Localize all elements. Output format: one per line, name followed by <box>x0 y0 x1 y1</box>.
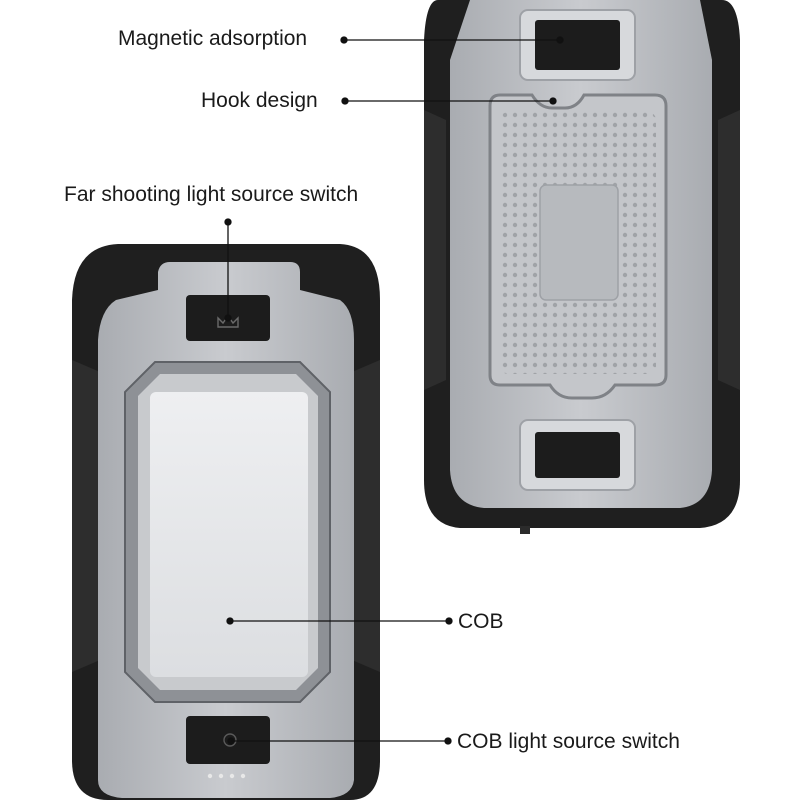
callout-cob-light-switch: COB light source switch <box>457 730 680 753</box>
battery-indicator-dots <box>207 773 246 779</box>
back-bottom-notch <box>520 526 530 534</box>
cob-lens <box>150 392 308 677</box>
cob-leader-end <box>445 617 453 625</box>
back-view-device <box>424 0 740 534</box>
front-right-bumper <box>352 360 380 672</box>
hook-leader-end <box>549 97 557 105</box>
callout-far-shooting-switch: Far shooting light source switch <box>64 183 359 206</box>
front-view-device <box>72 244 380 800</box>
hook-center-plate <box>539 184 619 301</box>
back-right-bumper <box>718 110 740 390</box>
callout-cob: COB <box>458 610 504 633</box>
back-bottom-window <box>535 432 620 478</box>
back-left-bumper <box>424 110 446 390</box>
cobswitch-leader-end <box>444 737 452 745</box>
leader-lines <box>224 36 564 745</box>
far-leader-end <box>224 314 232 322</box>
callout-magnetic-adsorption: Magnetic adsorption <box>118 27 308 50</box>
front-left-bumper <box>72 360 100 672</box>
magnetic-leader-end <box>556 36 564 44</box>
callout-hook-design: Hook design <box>201 89 318 112</box>
magnet-window <box>535 20 620 70</box>
power-button-icon <box>223 733 237 747</box>
